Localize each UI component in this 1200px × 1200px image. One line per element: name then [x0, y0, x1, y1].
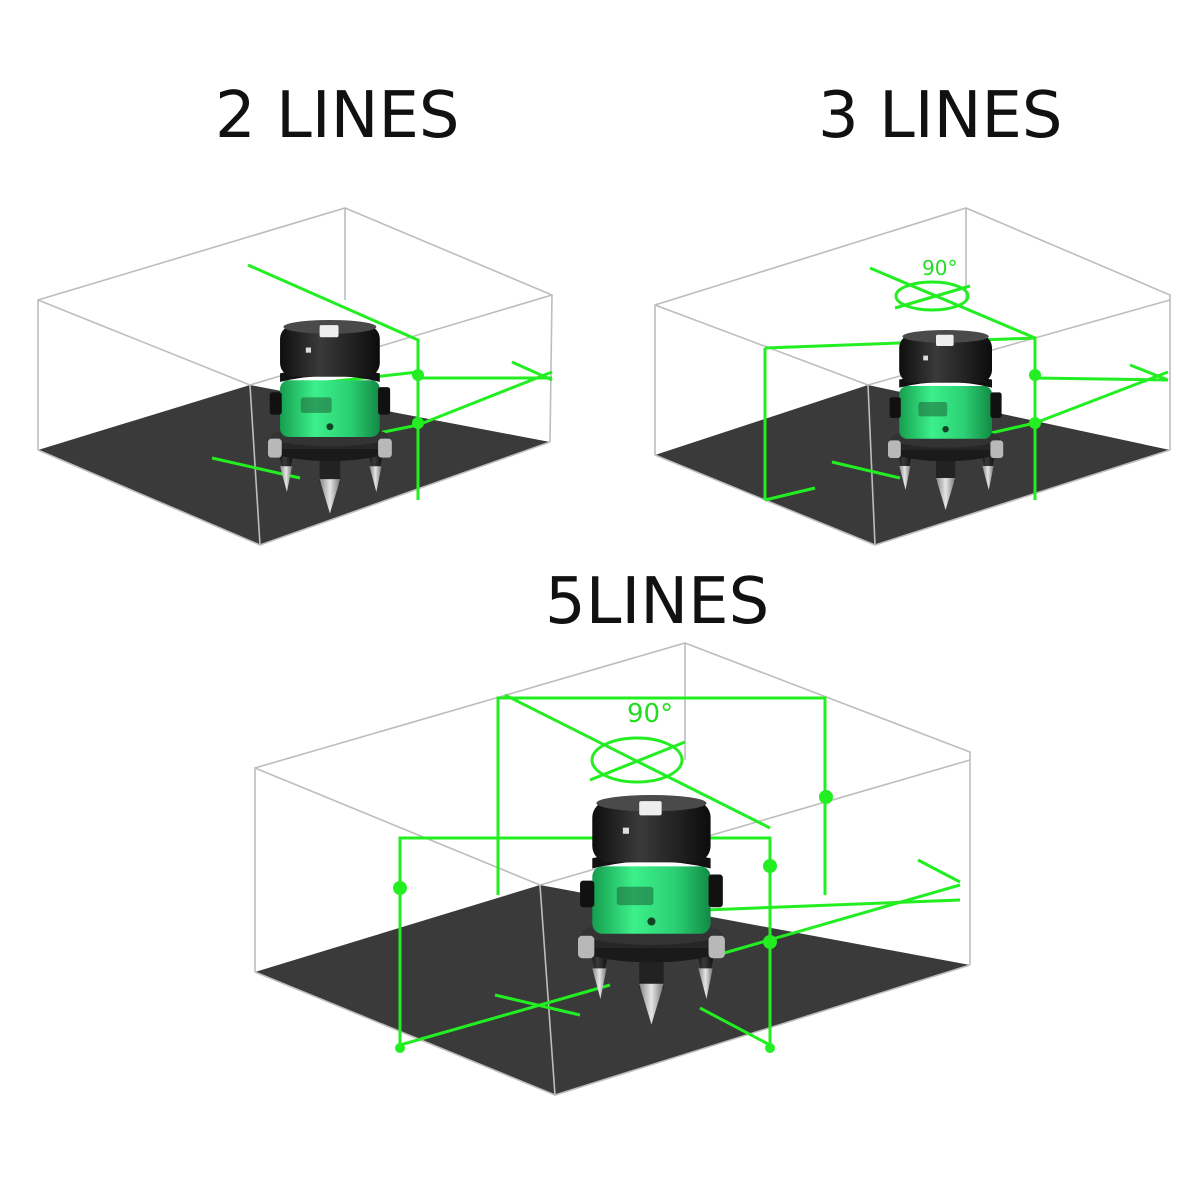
- title-3-lines: 3 LINES: [818, 79, 1063, 153]
- scene-5-lines: 90°: [254, 642, 971, 1097]
- angle-label-90: 90°: [922, 256, 957, 280]
- title-2-lines: 2 LINES: [215, 79, 460, 153]
- floor-plane: [655, 385, 1170, 545]
- box-edges: [254, 642, 971, 1097]
- scene-2-lines: [37, 207, 553, 547]
- laser-dot: [412, 369, 424, 381]
- title-5-lines: 5LINES: [545, 565, 770, 639]
- laser-dot: [763, 859, 777, 873]
- laser-dot: [412, 417, 424, 429]
- angle-label-90: 90°: [627, 699, 673, 729]
- scene-3-lines: 90°: [654, 207, 1171, 547]
- laser-lines: [398, 693, 961, 1052]
- laser-dot: [819, 790, 833, 804]
- laser-dot: [765, 1043, 775, 1053]
- laser-dot: [395, 1043, 405, 1053]
- laser-dot: [1029, 369, 1041, 381]
- laser-dot: [1029, 417, 1041, 429]
- laser-dot: [763, 935, 777, 949]
- laser-dot: [393, 881, 407, 895]
- floor-plane: [255, 885, 970, 1095]
